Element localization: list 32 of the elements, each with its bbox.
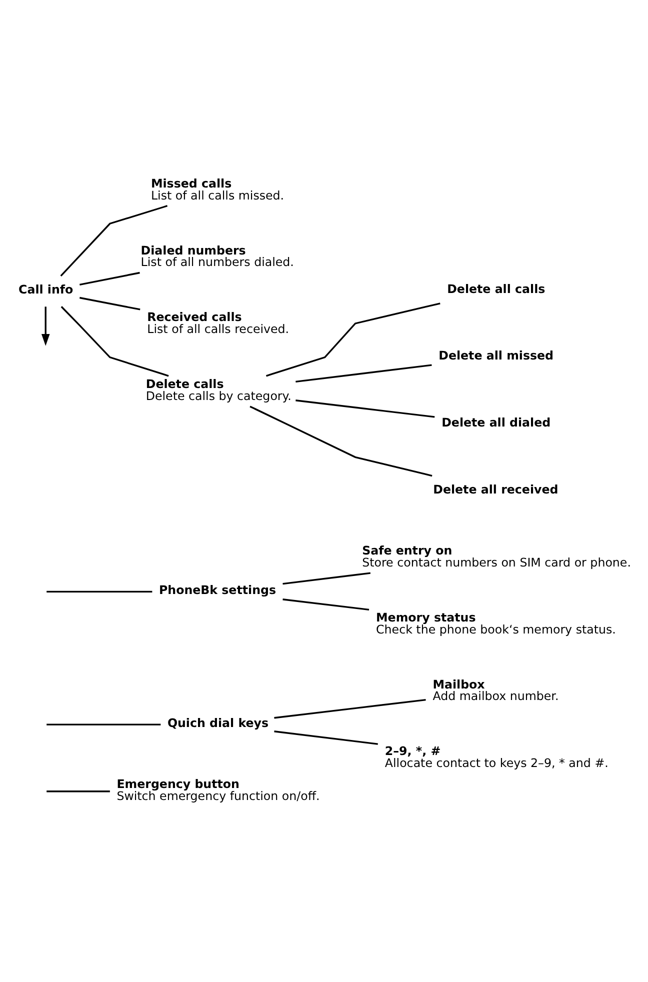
connector <box>46 790 110 792</box>
node-text: 2–9, *, # Allocate contact to keys 2–9, * and #. <box>384 744 608 770</box>
node-text: Mailbox Add mailbox number. <box>432 677 559 704</box>
connector <box>282 598 370 611</box>
node-text: PhoneBk settings <box>159 582 276 597</box>
node-text: Dialed numbers List of all numbers dialed. <box>140 243 294 270</box>
connector <box>46 590 152 593</box>
connector <box>250 406 432 477</box>
connector <box>46 724 161 726</box>
connector <box>60 205 168 277</box>
node-text: Delete all received <box>433 482 558 496</box>
connector <box>274 730 378 745</box>
node-text: Received calls List of all calls received. <box>147 310 290 336</box>
arrow <box>41 306 50 346</box>
node-text: Emergency button Switch emergency function on/off. <box>116 777 320 804</box>
node-text: Delete all missed <box>438 348 554 363</box>
connector <box>80 296 140 310</box>
connector <box>296 400 435 418</box>
node-text: Delete all dialed <box>442 415 551 430</box>
node-text: Call info <box>18 282 74 297</box>
connector <box>296 364 432 383</box>
node-text: Delete all calls <box>447 282 546 296</box>
connector <box>282 572 371 585</box>
node-text: Missed calls List of all calls missed. <box>150 176 284 202</box>
node-text: Safe entry on Store contact numbers on SIM card or phone. <box>362 544 631 570</box>
node-text: Delete calls Delete calls by category. <box>146 376 292 403</box>
node-text: Memory status Check the phone book‘s memory status. <box>376 610 616 636</box>
connector <box>60 306 169 377</box>
node-text: Quich dial keys <box>167 716 269 730</box>
connector <box>266 302 440 377</box>
connector <box>274 698 426 719</box>
connector <box>80 272 140 286</box>
